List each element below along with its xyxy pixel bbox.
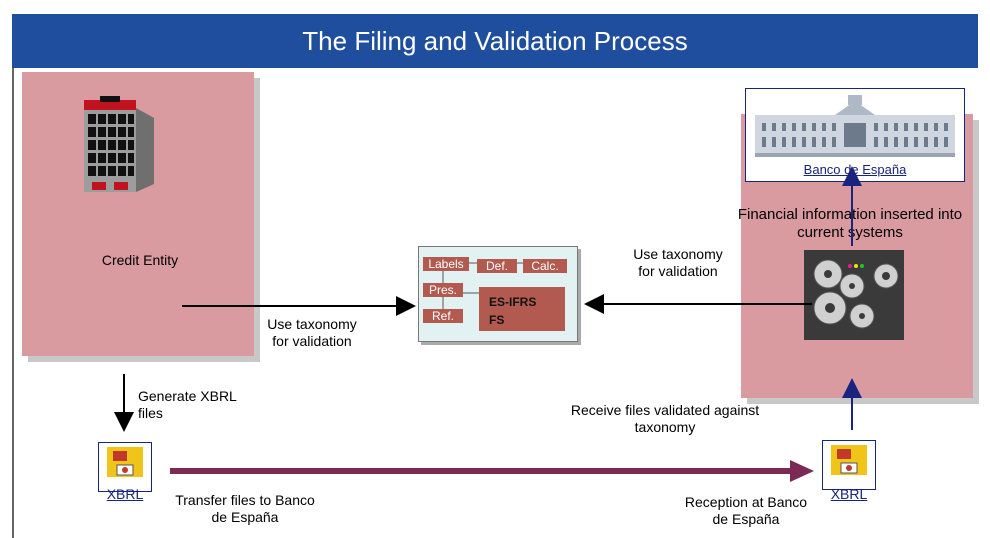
def-box: Def.	[477, 259, 517, 273]
gears-icon	[804, 250, 904, 340]
page-title-bar: The Filing and Validation Process	[12, 14, 978, 68]
xbrl-file-icon-right[interactable]	[822, 440, 876, 490]
reception-label: Reception at Banco de España	[684, 494, 808, 527]
financial-info-label: Financial information inserted into curr…	[737, 206, 963, 241]
transfer-arrow-head	[790, 460, 814, 482]
xbrl-file-icon-left[interactable]	[98, 442, 152, 492]
credit-entity-label: Credit Entity	[101, 252, 179, 268]
left-use-taxonomy-label: Use taxonomy for validation	[267, 316, 357, 349]
building-icon	[84, 96, 154, 192]
taxonomy-box: Labels Def. Calc. Pres. Ref. ES-IFRS FS	[418, 246, 578, 342]
xbrl-disk-icon-right	[831, 445, 867, 475]
right-use-taxonomy-label: Use taxonomy for validation	[633, 246, 723, 279]
xbrl-left-label[interactable]: XBRL	[106, 486, 144, 502]
calc-box: Calc.	[523, 259, 567, 273]
page-title: The Filing and Validation Process	[302, 25, 688, 56]
transfer-arrow-shaft	[170, 468, 792, 474]
xbrl-right-label[interactable]: XBRL	[830, 486, 868, 502]
palace-icon	[755, 95, 955, 157]
xbrl-disk-icon-left	[107, 447, 143, 477]
pres-box: Pres.	[423, 283, 463, 297]
transfer-label: Transfer files to Banco de España	[175, 492, 315, 525]
fs-label: FS	[489, 313, 505, 327]
ref-box: Ref.	[423, 309, 463, 323]
generate-xbrl-label: Generate XBRL files	[138, 388, 237, 421]
receive-validated-label: Receive files validated against taxonomy	[570, 402, 760, 435]
es-ifrs-fs-box: ES-IFRS FS	[479, 287, 565, 331]
left-divider	[12, 68, 14, 538]
banco-image-box	[745, 88, 965, 182]
es-ifrs-label: ES-IFRS	[489, 295, 537, 309]
labels-box: Labels	[423, 257, 469, 271]
